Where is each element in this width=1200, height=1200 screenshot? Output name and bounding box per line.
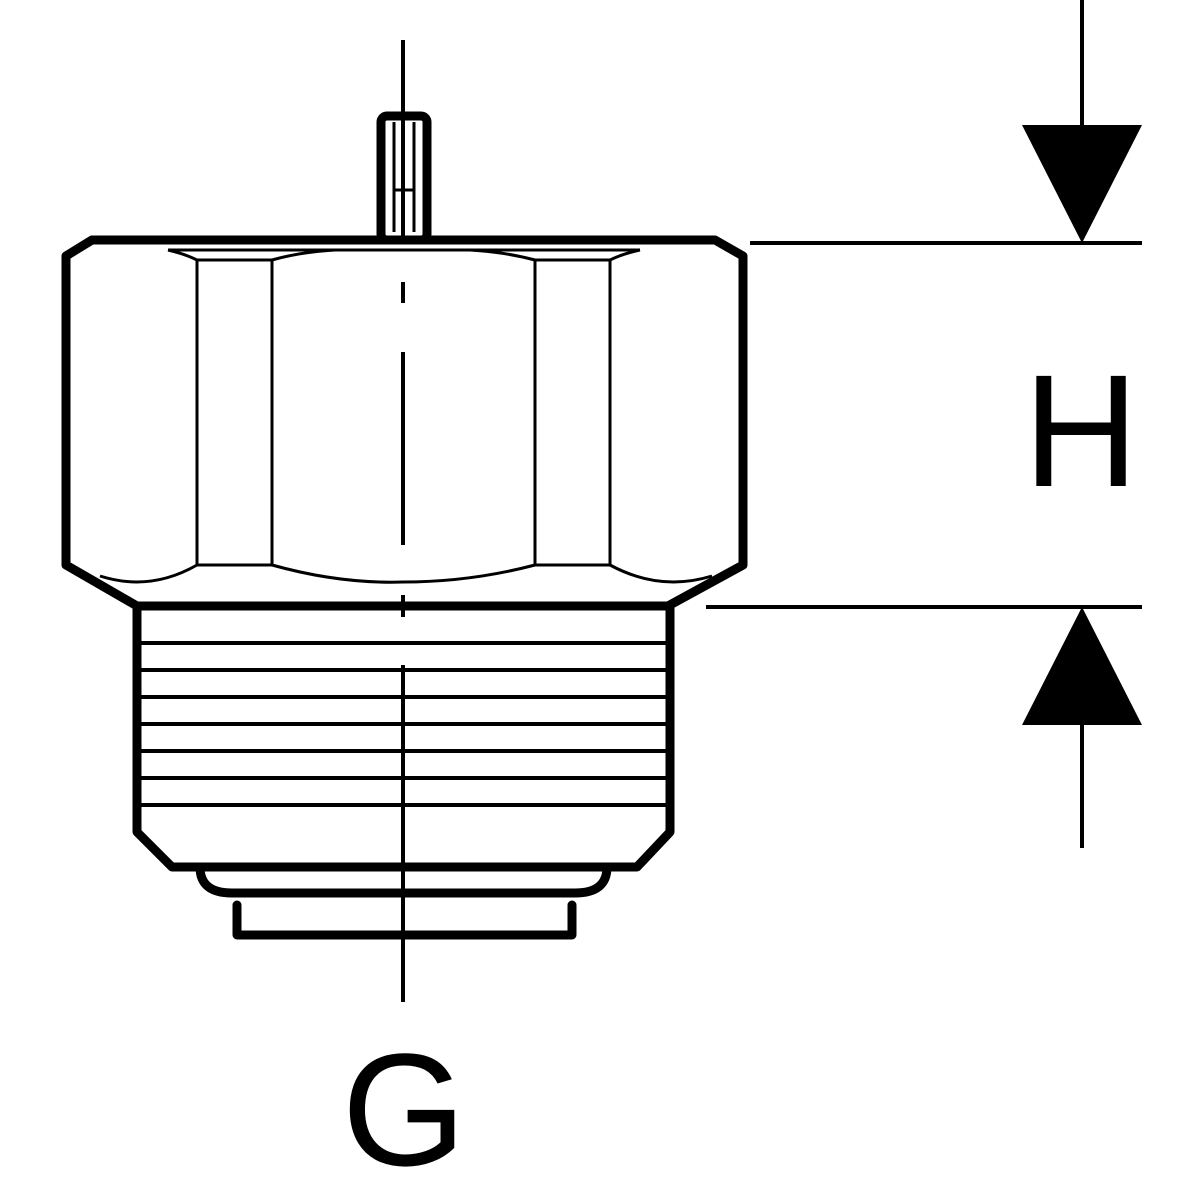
thread-section [132,601,675,872]
hex-nut [61,235,748,611]
seal-spigot [195,862,612,940]
arrow-up-icon [1022,607,1142,725]
thread-label: G [342,1020,466,1199]
height-label: H [1023,341,1139,520]
arrow-down-icon [1022,125,1142,243]
height-dimension: H [706,0,1142,848]
